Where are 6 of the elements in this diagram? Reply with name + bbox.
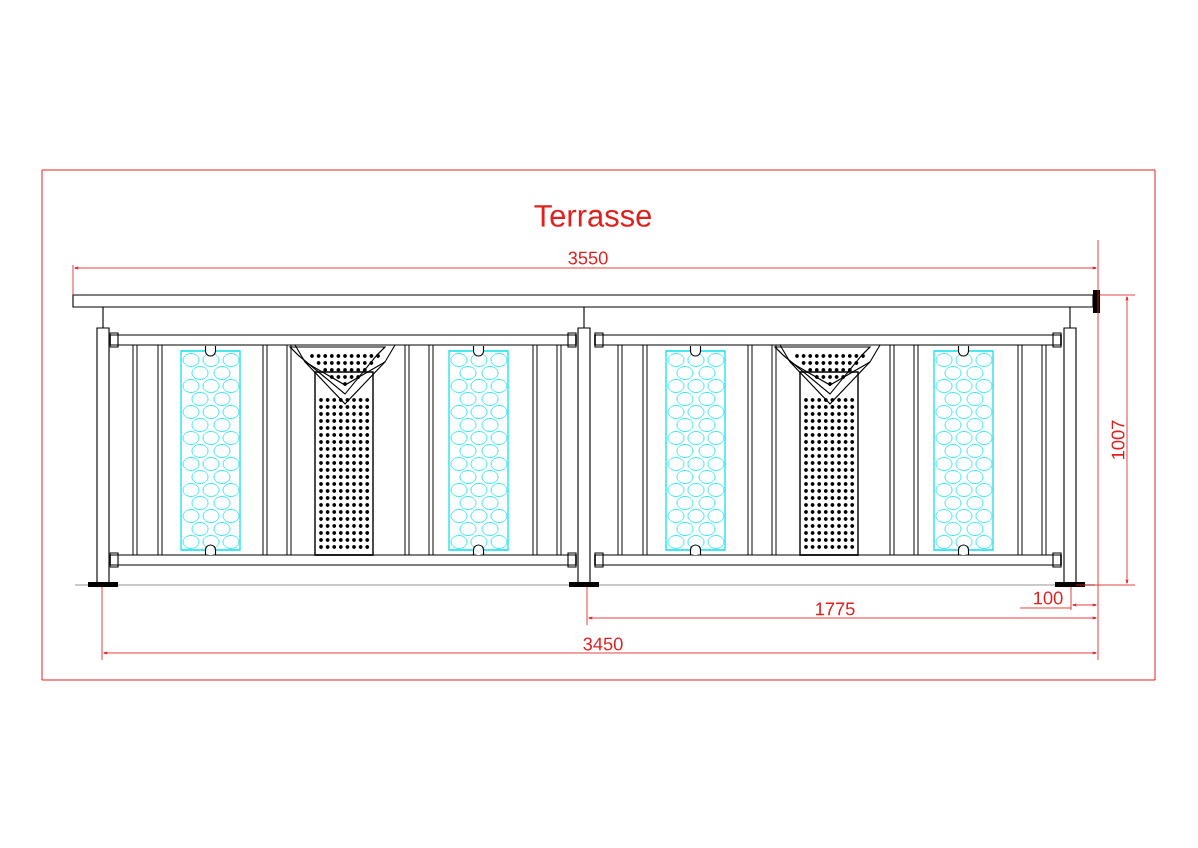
- dimension-label: 100: [1034, 591, 1063, 605]
- dimension-label: 3450: [583, 637, 623, 651]
- dimension-label: 3550: [568, 251, 608, 265]
- dimension-label: 1007: [1111, 420, 1125, 459]
- title: Terrasse: [534, 205, 651, 227]
- dimension-label: 1775: [816, 602, 855, 616]
